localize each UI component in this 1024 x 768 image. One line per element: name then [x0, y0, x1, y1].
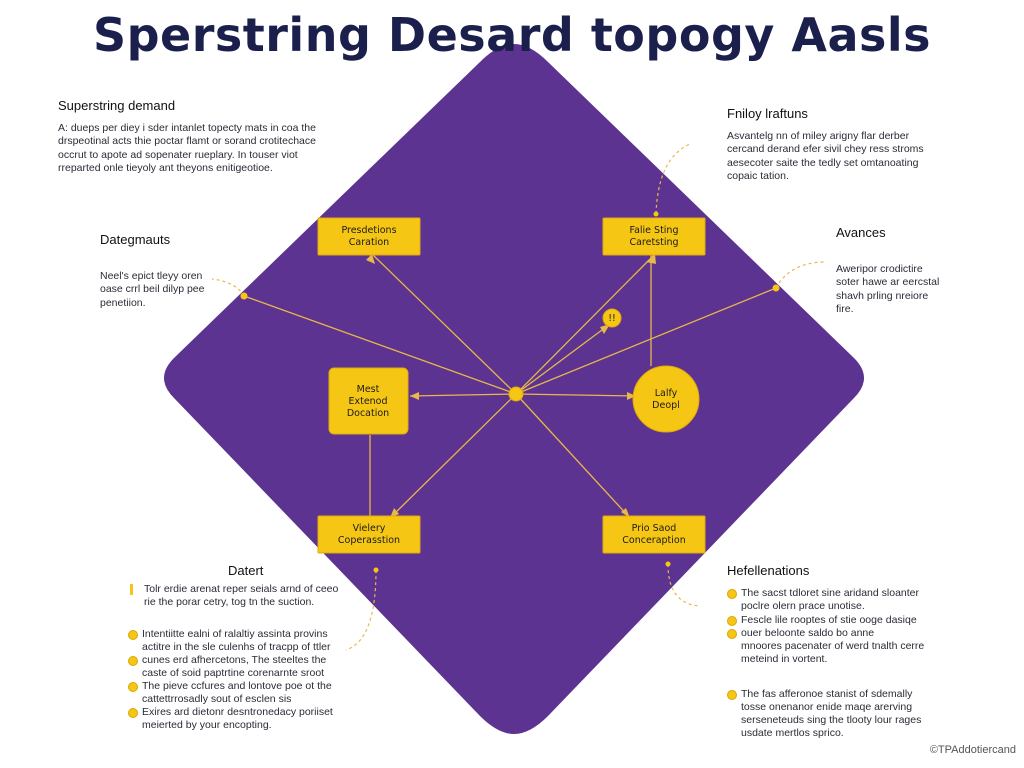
list-item: meteind in vortent.	[741, 652, 828, 665]
panel-mid-right-heading: Avances	[836, 225, 886, 240]
small-circle-label: !!	[608, 313, 616, 324]
node-mid-left[interactable]: Mest Extenod Docation	[328, 367, 409, 435]
bullet-icon	[727, 589, 737, 600]
panel-top-right: Fniloy lraftuns Asvantelg nn of miley ar…	[727, 106, 942, 183]
connectors	[243, 253, 777, 519]
bullet-icon	[128, 629, 138, 640]
panel-top-right-heading: Fniloy lraftuns	[727, 106, 808, 121]
center-hub	[508, 386, 524, 402]
panel-bottom-right-list: The sacst tdloret sine aridand sloanter …	[727, 587, 957, 740]
list-item: Exires ard dietonr desntronedacy poriise…	[128, 706, 348, 719]
panel-bottom-left: Datert Tolr erdie arenat reper seials ar…	[128, 563, 348, 733]
list-item: mnoores pacenater of werd tnalth cerre	[741, 639, 925, 652]
bullet-icon	[727, 628, 737, 639]
list-item: The fas afferonoe stanist of sdemally	[727, 688, 957, 701]
panel-top-left-heading: Superstring demand	[58, 98, 176, 113]
bullet-icon	[128, 708, 138, 719]
list-item: cattettrrosadly sout of esclen sis	[142, 693, 292, 706]
node-bottom-right-line-1: Prio Saod	[632, 523, 677, 534]
page-title: Sperstring Desard topogy Aasls	[92, 8, 932, 62]
node-bottom-right[interactable]: Prio Saod Conceraption	[602, 515, 706, 554]
bullet-icon	[128, 682, 138, 692]
list-item: actitre in the sle culenhs of tracpp of …	[142, 640, 331, 653]
watermark: ©TPAddotiercand	[929, 744, 1016, 756]
highlight-bar-icon	[130, 584, 133, 596]
panel-bottom-left-heading: Datert	[228, 563, 264, 578]
node-top-right-line-1: Falie Sting	[629, 225, 678, 236]
node-bottom-left-line-2: Coperasstion	[338, 535, 400, 546]
node-mid-right[interactable]: Lalfy Deopl	[632, 365, 700, 433]
panel-top-left: Superstring demand A: dueps per diey i s…	[58, 98, 338, 175]
small-circle-node[interactable]: !!	[602, 308, 622, 328]
bullet-icon	[727, 690, 737, 700]
panel-mid-right-text: Aweripor crodictire soter hawe ar eercst…	[836, 263, 940, 315]
panel-bottom-left-list: Intentiitte ealni of ralaltiy assinta pr…	[128, 628, 348, 733]
node-top-right[interactable]: Falie Sting Caretsting	[602, 217, 706, 256]
panel-bottom-left-intro: Tolr erdie arenat reper seials arnd of c…	[144, 583, 339, 609]
panel-bottom-right-heading: Hefellenations	[727, 563, 810, 578]
node-bottom-left[interactable]: Vielery Coperasstion	[317, 515, 421, 554]
panel-top-right-text: Asvantelg nn of miley arigny flar derber…	[727, 130, 924, 182]
list-item: cunes erd afhercetons, The steeltes the	[128, 654, 348, 667]
list-item: poclre olern prace unotise.	[741, 600, 865, 613]
bullet-icon	[128, 655, 138, 666]
panel-mid-left-heading: Dategmauts	[100, 232, 171, 247]
node-top-left-line-1: Presdetions	[341, 225, 396, 236]
node-bottom-right-line-2: Conceraption	[622, 535, 686, 546]
leader-dots	[240, 211, 780, 573]
node-mid-right-line-1: Lalfy	[655, 388, 678, 399]
list-item: caste of soid paptrtine corenarnte sroot	[142, 666, 325, 679]
panel-top-left-text: A: dueps per diey i sder intanlet topect…	[58, 122, 316, 174]
list-item: meierted by your encopting.	[142, 719, 272, 732]
panel-mid-left: Dategmauts Neel's epict tleyy oren oase …	[100, 232, 220, 310]
bullet-icon	[727, 615, 737, 626]
list-item: serseneteuds sing the tlooty lour rages	[741, 714, 922, 727]
node-top-right-line-2: Caretsting	[629, 237, 678, 248]
node-top-left[interactable]: Presdetions Caration	[317, 217, 421, 256]
node-mid-left-line-1: Mest	[357, 384, 380, 395]
list-item: usdate mertlos sprico.	[741, 727, 844, 740]
list-item: tosse onenanor enide maqe arerving	[741, 701, 913, 714]
node-mid-left-line-2: Extenod	[348, 396, 387, 407]
list-item: Fescle lile rooptes of stie ooge dasiqe	[727, 614, 957, 627]
panel-mid-left-text: Neel's epict tleyy oren oase crrl beil d…	[100, 270, 205, 309]
panel-bottom-left-intro-block: Tolr erdie arenat reper seials arnd of c…	[128, 583, 348, 609]
list-item: Intentiitte ealni of ralaltiy assinta pr…	[128, 628, 348, 641]
node-bottom-left-line-1: Vielery	[353, 523, 386, 534]
node-mid-right-line-2: Deopl	[652, 400, 680, 411]
node-mid-left-line-3: Docation	[347, 408, 389, 419]
list-item: The pieve ccfures and lontove poe ot the	[128, 680, 348, 693]
node-top-left-line-2: Caration	[349, 237, 389, 248]
panel-bottom-right: Hefellenations The sacst tdloret sine ar…	[727, 563, 957, 741]
list-item: ouer beloonte saldo bo anne	[727, 627, 957, 640]
panel-mid-right: Avances Aweripor crodictire soter hawe a…	[836, 225, 948, 316]
list-item: The sacst tdloret sine aridand sloanter	[727, 587, 957, 600]
